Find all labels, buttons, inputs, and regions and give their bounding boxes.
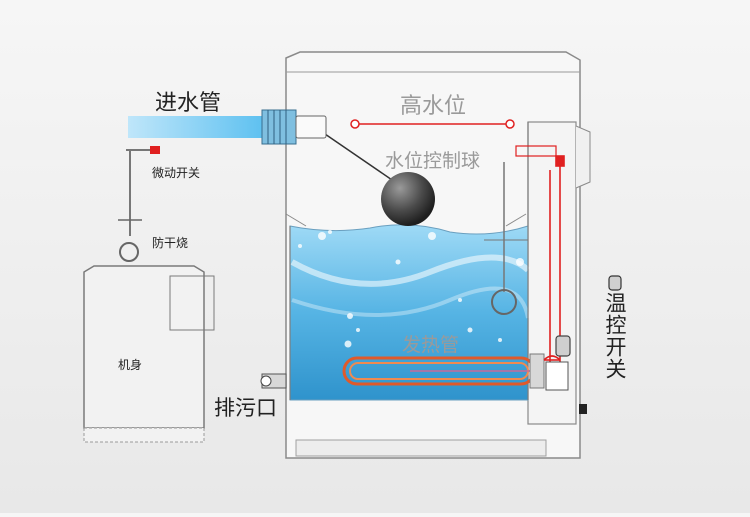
- body-label: 机身: [118, 358, 143, 372]
- float-ball-label: 水位控制球: [385, 150, 481, 172]
- micro-switch-assembly: [118, 146, 160, 262]
- heating-tube: [342, 353, 545, 389]
- thermostat-switch: [545, 275, 622, 391]
- drain-label: 排污口: [214, 396, 277, 420]
- thermostat-probe: [484, 162, 528, 315]
- bubbles: [298, 230, 524, 348]
- high-water-level-label: 高水位: [400, 94, 467, 119]
- anti-dry-burn-label: 防干烧: [152, 236, 189, 250]
- micro-switch-label: 微动开关: [152, 166, 201, 180]
- drain-valve: [260, 373, 287, 389]
- high-water-probe: [350, 119, 515, 129]
- thermostat-switch-label: 温控开关: [603, 292, 627, 380]
- inlet-pipe-label: 进水管: [155, 91, 222, 116]
- body-cabinet: [83, 265, 215, 443]
- float-ball: [324, 133, 435, 226]
- inlet-pipe: [128, 109, 327, 145]
- heating-tube-label: 发热管: [402, 334, 460, 356]
